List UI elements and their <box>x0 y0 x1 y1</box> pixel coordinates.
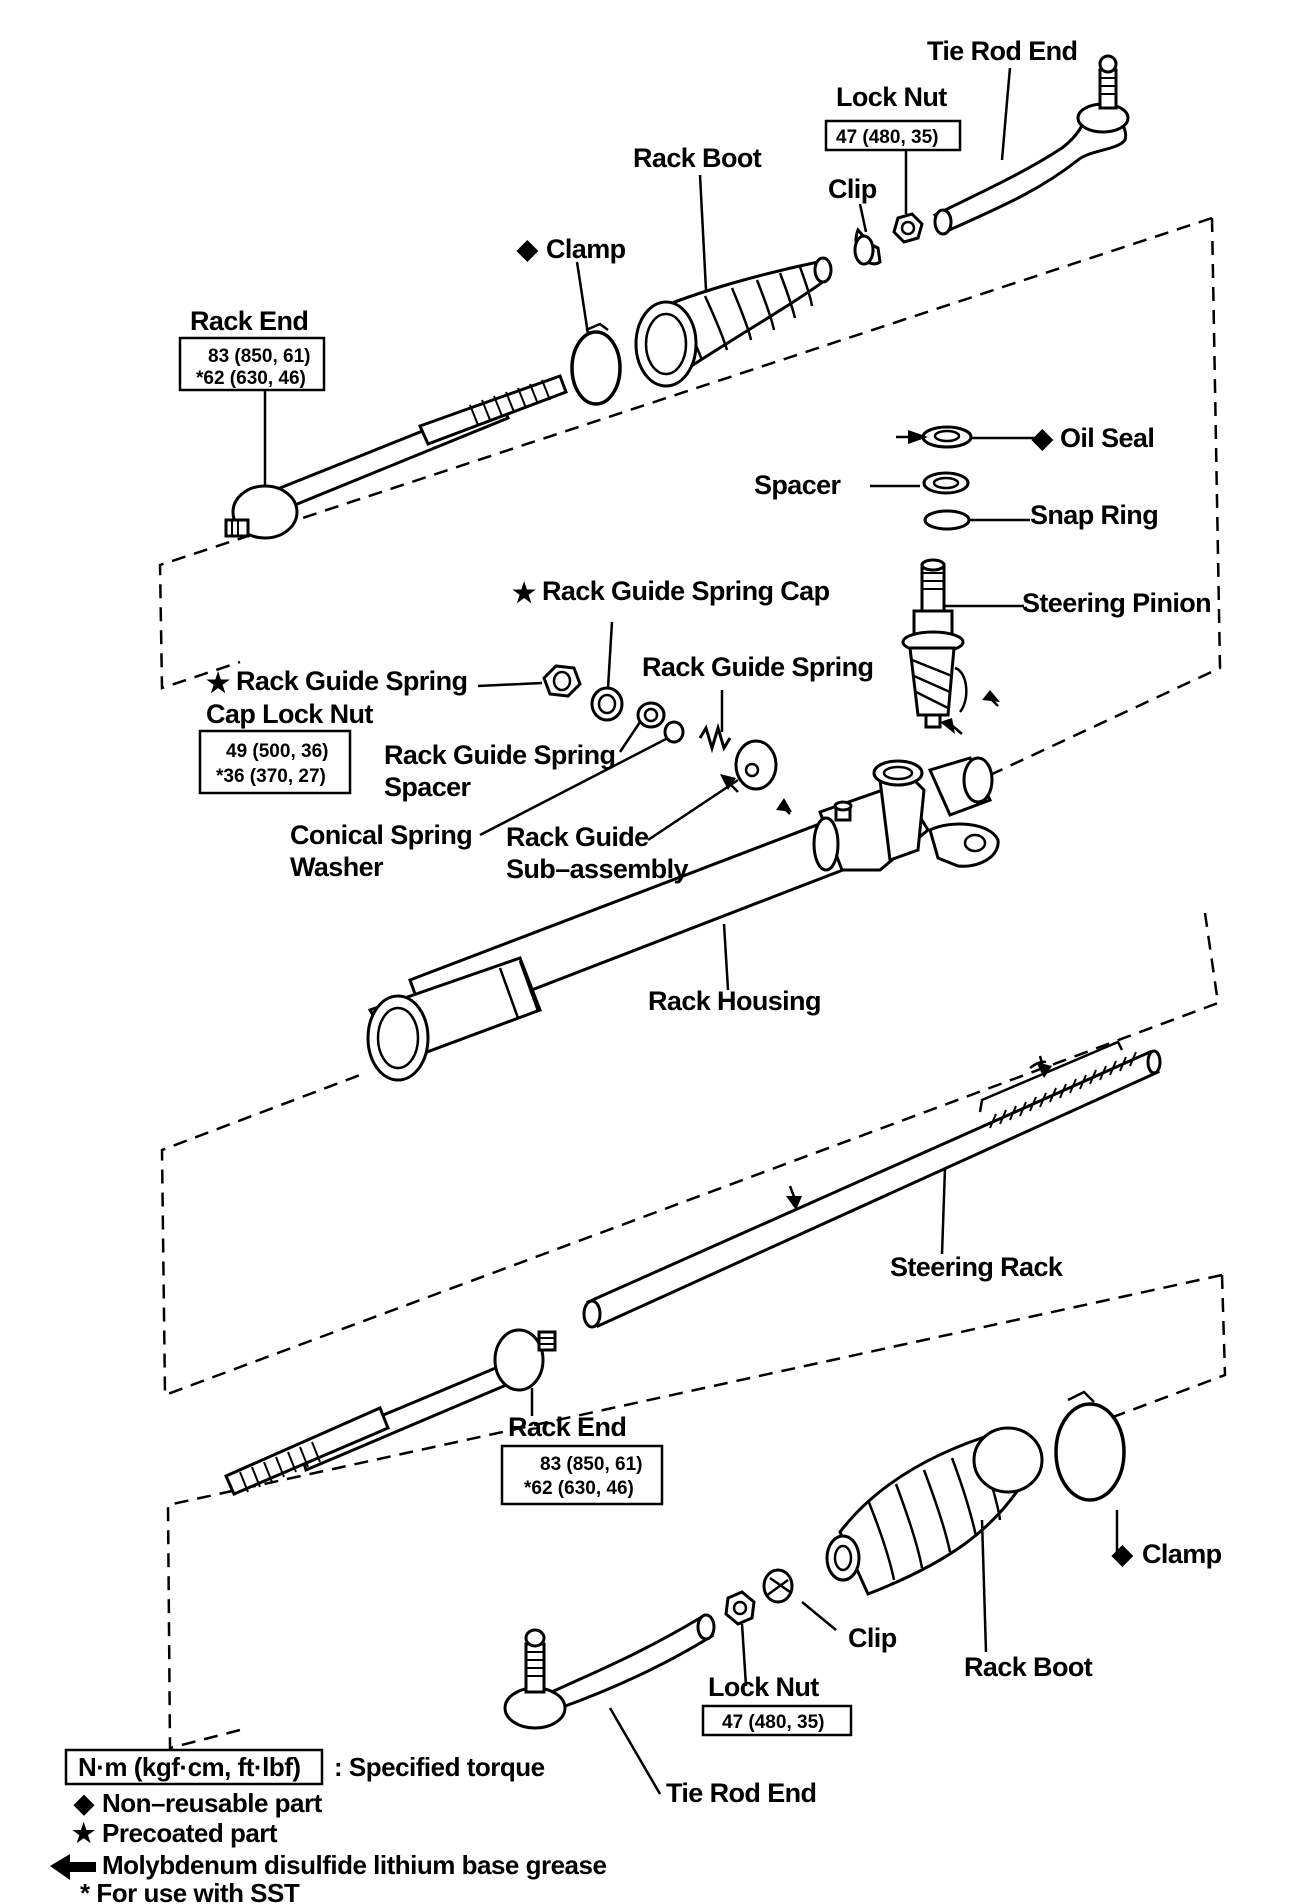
diamond-icon: ◆ <box>73 1788 95 1818</box>
label-rack-guide-sub-assembly-1: Rack Guide <box>506 822 649 852</box>
clip-bottom <box>762 1568 794 1604</box>
label-lock-nut-top: Lock Nut <box>836 82 947 112</box>
legend-torque-desc: : Specified torque <box>334 1752 545 1782</box>
torque-rack-end-bottom-1: 83 (850, 61) <box>540 1454 642 1475</box>
label-conical-spring-washer-1: Conical Spring <box>290 820 472 850</box>
rack-end-bottom <box>224 1328 557 1496</box>
torque-rack-end-top-2: *62 (630, 46) <box>196 368 306 389</box>
torque-cap-lock-nut-1: 49 (500, 36) <box>226 741 328 762</box>
label-rack-boot-top: Rack Boot <box>633 143 762 173</box>
spacer <box>922 471 970 495</box>
label-rack-end-top: Rack End <box>190 306 308 336</box>
torque-box-lock-nut-top <box>824 119 962 152</box>
label-clip-bottom: Clip <box>848 1623 897 1653</box>
clamp-bottom <box>1054 1390 1126 1502</box>
label-rack-end-bottom: Rack End <box>508 1412 626 1442</box>
label-snap-ring: Snap Ring <box>1030 500 1158 530</box>
legend-torque-box <box>64 1748 324 1786</box>
label-clip-top: Clip <box>828 174 877 204</box>
rack-housing <box>366 756 1000 1082</box>
legend-sst: * For use with SST <box>80 1878 300 1904</box>
star-icon: ★ <box>206 668 230 698</box>
legend: N·m (kgf·cm, ft·lbf) : Specified torque … <box>50 1748 607 1904</box>
label-spacer: Spacer <box>754 470 842 500</box>
torque-rack-end-top-1: 83 (850, 61) <box>208 346 310 367</box>
rack-boot-top <box>634 256 833 388</box>
torque-rack-end-bottom-2: *62 (630, 46) <box>524 1478 634 1499</box>
torque-box-lock-nut-bottom <box>701 1704 853 1737</box>
label-rack-guide-spring-cap: Rack Guide Spring Cap <box>542 576 830 606</box>
diamond-icon: ◆ <box>1111 1539 1134 1569</box>
grease-arrow-icon <box>50 1854 96 1880</box>
label-lock-nut-bottom: Lock Nut <box>708 1672 819 1702</box>
legend-grease: Molybdenum disulfide lithium base grease <box>102 1850 606 1880</box>
dashed-guides <box>158 216 1227 1750</box>
torque-box-rack-end-bottom <box>500 1444 664 1506</box>
torque-box-rack-end-top <box>178 336 326 392</box>
tie-rod-end-top <box>932 54 1130 236</box>
star-icon: ★ <box>72 1818 96 1848</box>
label-cap-lock-nut-1: Rack Guide Spring <box>236 666 467 696</box>
label-steering-rack: Steering Rack <box>890 1252 1064 1282</box>
label-cap-lock-nut-2: Cap Lock Nut <box>206 699 373 729</box>
lock-nut-bottom <box>724 1590 756 1626</box>
label-rack-guide-spring-spacer-2: Spacer <box>384 772 472 802</box>
lock-nut-top <box>892 212 924 244</box>
label-tie-rod-end-top: Tie Rod End <box>927 36 1077 66</box>
legend-precoated: Precoated part <box>102 1818 278 1848</box>
torque-box-cap-lock-nut <box>198 729 352 795</box>
label-steering-pinion: Steering Pinion <box>1022 588 1211 618</box>
legend-torque-unit: N·m (kgf·cm, ft·lbf) <box>78 1752 301 1782</box>
label-clamp-bottom: Clamp <box>1142 1539 1222 1569</box>
rack-guide-spring-cap <box>590 686 624 722</box>
conical-spring-washer <box>663 720 685 744</box>
label-oil-seal: Oil Seal <box>1060 423 1154 453</box>
clip-top <box>853 227 882 266</box>
snap-ring <box>923 509 971 531</box>
label-clamp-top: Clamp <box>546 234 626 264</box>
rack-guide-sub-assembly <box>720 739 792 815</box>
part-labels: Tie Rod End Lock Nut 47 (480, 35) Rack B… <box>178 36 1222 1808</box>
leader-lines <box>263 67 1119 1795</box>
label-rack-boot-bottom: Rack Boot <box>964 1652 1093 1682</box>
rack-guide-spring-cap-lock-nut <box>542 664 582 698</box>
rack-guide-spring-spacer <box>636 701 666 729</box>
oil-seal <box>896 425 973 449</box>
legend-non-reusable: Non–reusable part <box>102 1788 323 1818</box>
label-conical-spring-washer-2: Washer <box>290 852 384 882</box>
label-tie-rod-end-bottom: Tie Rod End <box>666 1778 816 1808</box>
rack-end-top <box>224 374 568 540</box>
diamond-icon: ◆ <box>516 234 539 264</box>
torque-lock-nut-bottom: 47 (480, 35) <box>722 1712 824 1733</box>
label-rack-guide-sub-assembly-2: Sub–assembly <box>506 854 688 884</box>
label-rack-guide-spring-spacer-1: Rack Guide Spring <box>384 740 615 770</box>
rack-guide-spring <box>698 722 732 754</box>
label-rack-housing: Rack Housing <box>648 986 821 1016</box>
torque-lock-nut-top: 47 (480, 35) <box>836 127 938 148</box>
label-rack-guide-spring: Rack Guide Spring <box>642 652 873 682</box>
steering-pinion <box>901 558 1000 735</box>
star-icon: ★ <box>512 578 536 608</box>
tie-rod-end-bottom <box>503 1613 716 1730</box>
steering-rack <box>582 1040 1162 1329</box>
torque-cap-lock-nut-2: *36 (370, 27) <box>216 766 326 787</box>
clamp-top <box>570 322 622 406</box>
rack-boot-bottom <box>825 1426 1044 1596</box>
diamond-icon: ◆ <box>1031 423 1054 453</box>
